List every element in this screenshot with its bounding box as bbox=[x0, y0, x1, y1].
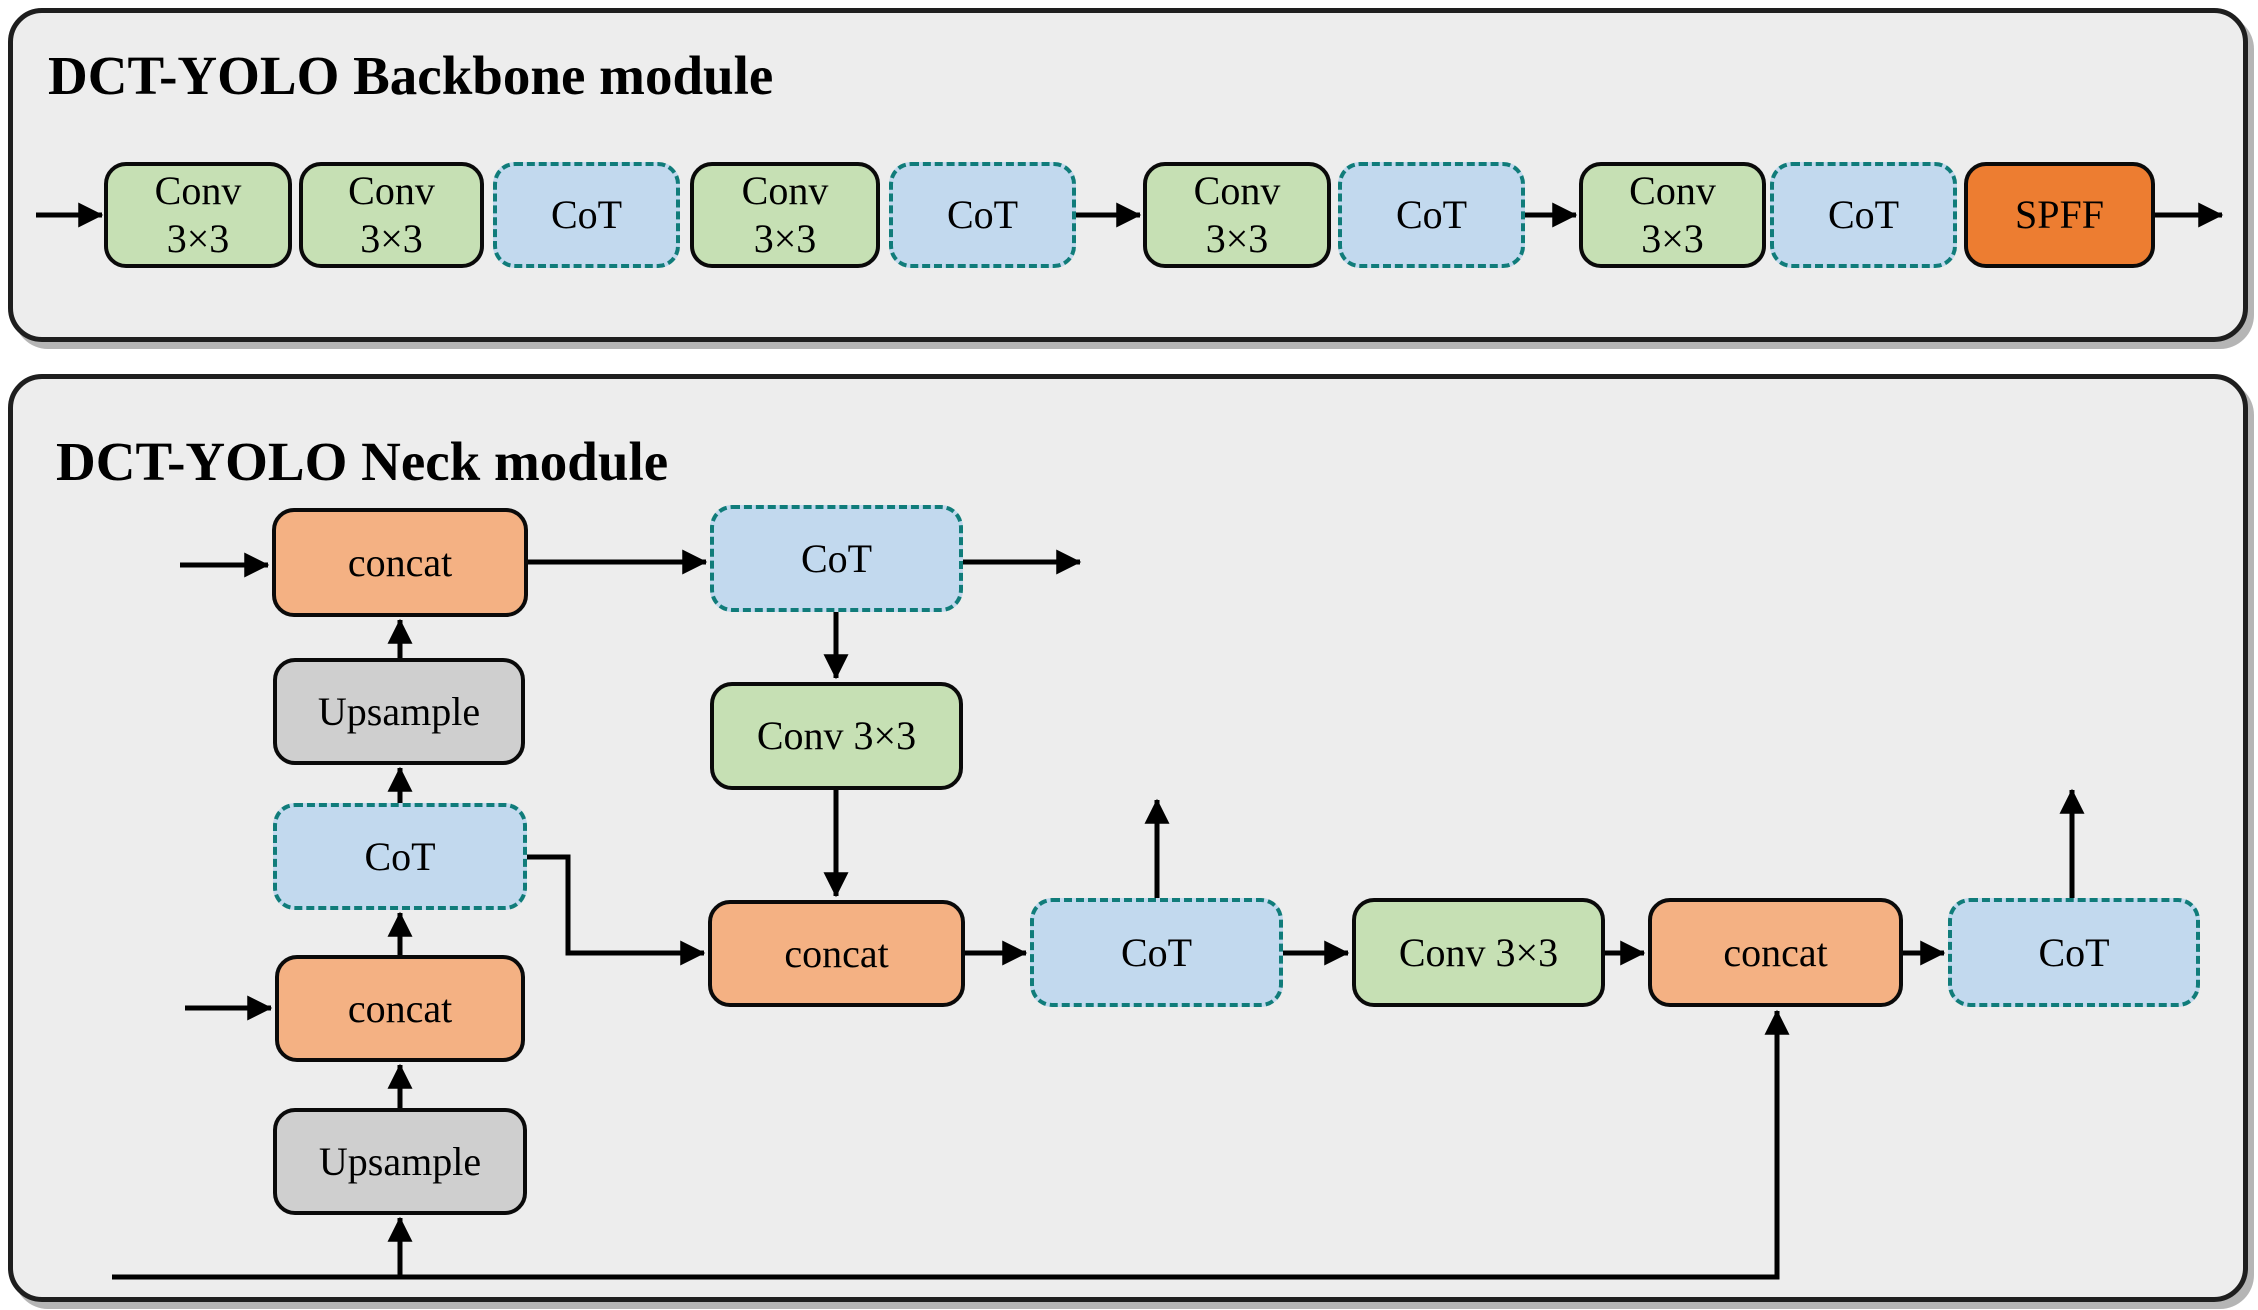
neck-node-cot-top: CoT bbox=[710, 505, 963, 612]
neck-node-cot-right: CoT bbox=[1948, 898, 2200, 1007]
neck-node-cot-left: CoT bbox=[273, 803, 527, 910]
backbone-node-cot9: CoT bbox=[1770, 162, 1957, 268]
neck-node-concat-top: concat bbox=[272, 508, 528, 617]
neck-node-concat-left: concat bbox=[275, 955, 525, 1062]
backbone-node-spff: SPFF bbox=[1964, 162, 2155, 268]
neck-node-conv-mid: Conv 3×3 bbox=[1352, 898, 1605, 1007]
neck-node-concat-right: concat bbox=[1648, 898, 1903, 1007]
backbone-node-cot7: CoT bbox=[1338, 162, 1525, 268]
neck-node-conv-top: Conv 3×3 bbox=[710, 682, 963, 790]
backbone-node-conv4: Conv 3×3 bbox=[690, 162, 880, 268]
backbone-node-conv2: Conv 3×3 bbox=[299, 162, 484, 268]
neck-title: DCT-YOLO Neck module bbox=[56, 431, 669, 492]
backbone-node-cot5: CoT bbox=[889, 162, 1076, 268]
neck-node-cot-mid: CoT bbox=[1030, 898, 1283, 1007]
skip-connection-bottom-to-concat-right bbox=[112, 1009, 1790, 1280]
backbone-node-conv8: Conv 3×3 bbox=[1579, 162, 1766, 268]
neck-node-concat-mid: concat bbox=[708, 900, 965, 1007]
neck-node-upsample-top: Upsample bbox=[273, 658, 525, 765]
arrow-cot-left-to-concat-mid bbox=[527, 854, 706, 966]
backbone-title: DCT-YOLO Backbone module bbox=[48, 45, 774, 106]
backbone-node-conv1: Conv 3×3 bbox=[104, 162, 292, 268]
backbone-node-cot3: CoT bbox=[493, 162, 680, 268]
backbone-node-conv6: Conv 3×3 bbox=[1143, 162, 1331, 268]
neck-node-upsample-bottom: Upsample bbox=[273, 1108, 527, 1215]
